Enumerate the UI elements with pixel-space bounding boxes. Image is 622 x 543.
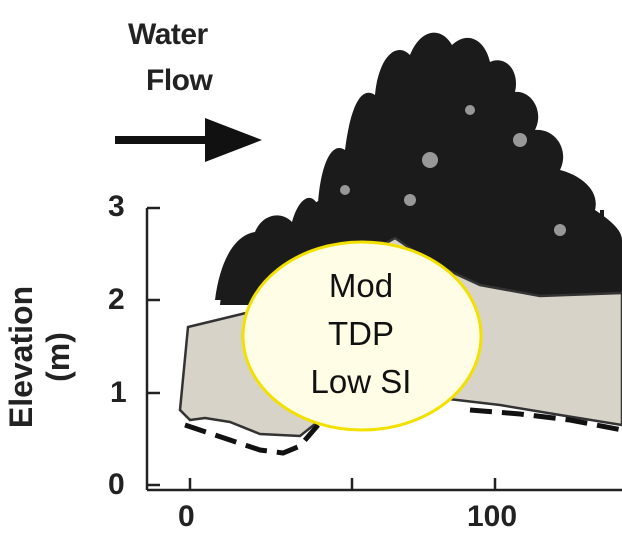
callout-line-1: Mod — [328, 267, 394, 304]
y-tick-0: 0 — [108, 468, 125, 501]
flow-label-line2: Flow — [146, 64, 213, 97]
callout-line-2: TDP — [328, 315, 394, 352]
callout-line-3: Low SI — [310, 363, 412, 400]
x-tick-100: 100 — [467, 500, 518, 533]
dashed-boundary — [184, 407, 622, 456]
y-tick-3: 3 — [108, 190, 125, 223]
canopy-highlights — [340, 105, 566, 236]
y-tick-1: 1 — [110, 376, 127, 409]
x-tick-0: 0 — [178, 500, 195, 533]
flow-arrow-icon — [115, 118, 262, 162]
y-tick-2: 2 — [108, 283, 125, 316]
y-axis-label: Elevation (m) — [3, 285, 76, 429]
flow-label-line1: Water — [128, 18, 208, 51]
axes — [145, 206, 622, 492]
callout-text: Mod TDP Low SI — [286, 262, 436, 406]
callout-oval — [241, 240, 483, 432]
mound — [345, 218, 420, 240]
